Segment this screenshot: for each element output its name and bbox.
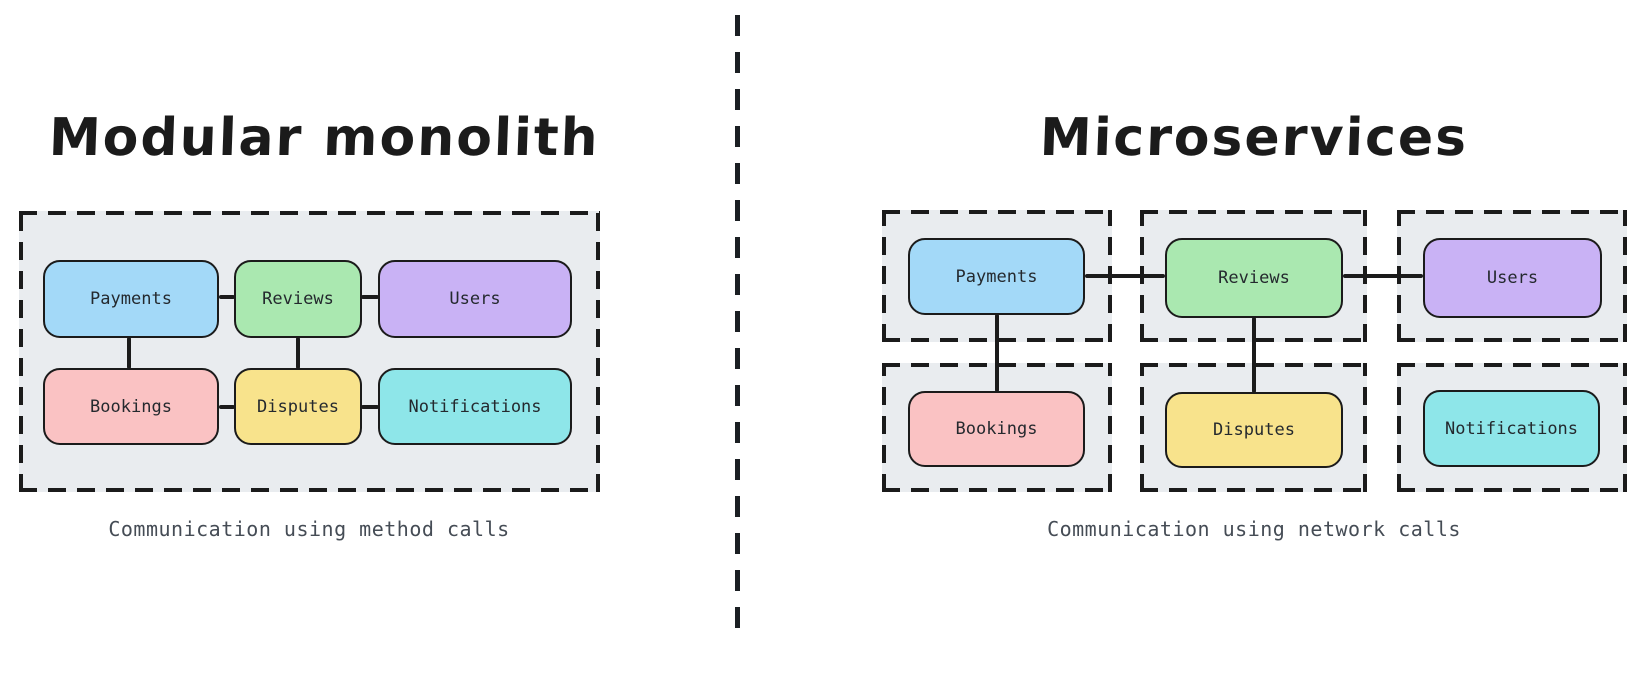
module-disputes: Disputes <box>234 368 362 445</box>
connector-reviews-disputes <box>296 337 300 369</box>
service-users: Users <box>1423 238 1602 318</box>
modular-monolith-title: Modular monolith <box>47 108 601 168</box>
connector-bookings-disputes <box>219 405 235 409</box>
connector-payments-bookings <box>995 314 999 392</box>
connector-reviews-disputes <box>1252 317 1256 393</box>
module-bookings: Bookings <box>43 368 219 445</box>
connector-payments-bookings <box>127 337 131 369</box>
monolith-caption: Communication using method calls <box>108 517 510 541</box>
panel-divider-dashed-line <box>735 15 740 643</box>
connector-reviews-users <box>361 295 379 299</box>
module-users: Users <box>378 260 572 338</box>
service-reviews: Reviews <box>1165 238 1343 318</box>
service-bookings: Bookings <box>908 391 1085 467</box>
connector-payments-reviews <box>219 295 235 299</box>
connector-payments-reviews <box>1085 274 1165 278</box>
module-notifications: Notifications <box>378 368 572 445</box>
module-payments: Payments <box>43 260 219 338</box>
connector-disputes-notifications <box>361 405 379 409</box>
service-notifications: Notifications <box>1423 390 1600 467</box>
connector-reviews-users <box>1343 274 1423 278</box>
module-reviews: Reviews <box>234 260 362 338</box>
service-payments: Payments <box>908 238 1085 315</box>
microservices-caption: Communication using network calls <box>1047 517 1461 541</box>
microservices-title: Microservices <box>1038 108 1470 168</box>
monolith-boundary-container <box>19 211 600 492</box>
service-disputes: Disputes <box>1165 392 1343 468</box>
